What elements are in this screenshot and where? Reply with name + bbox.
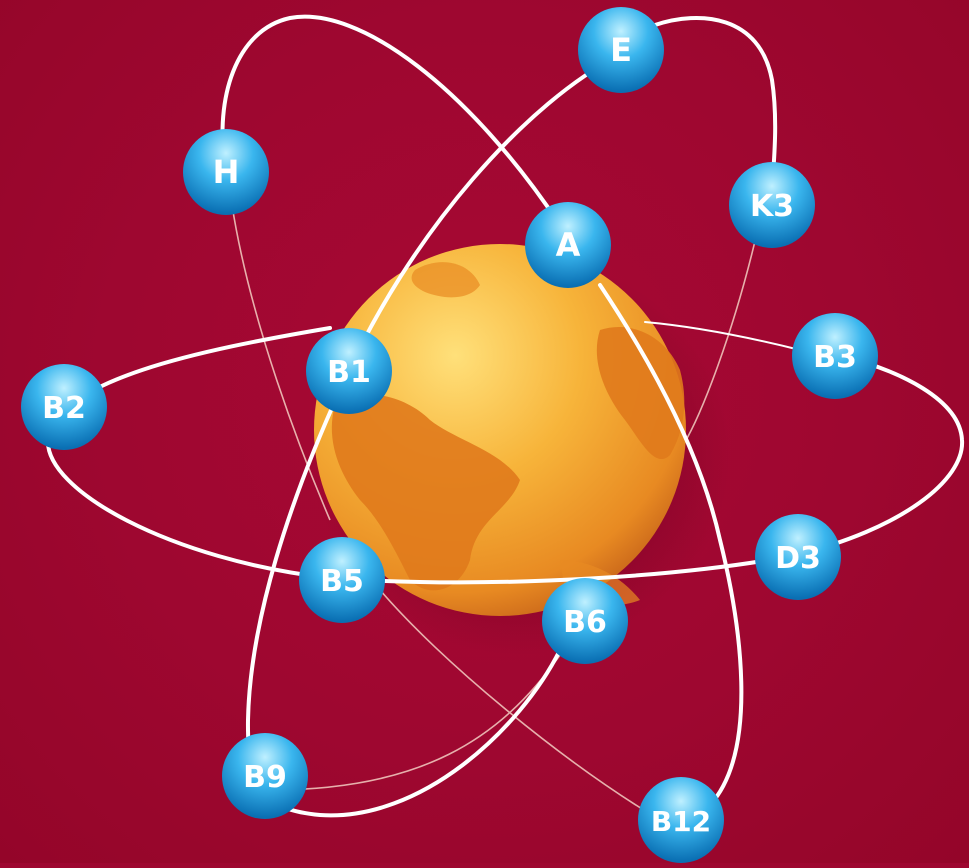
globe bbox=[314, 244, 686, 616]
orbit-h-front bbox=[220, 14, 562, 227]
node-b5-label: B5 bbox=[320, 564, 364, 599]
node-b3-label: B3 bbox=[813, 340, 857, 375]
node-b1[interactable]: B1 bbox=[306, 328, 392, 414]
node-h-label: H bbox=[213, 153, 240, 191]
node-a[interactable]: A bbox=[525, 202, 611, 288]
continent-south-america bbox=[331, 394, 520, 591]
node-d3-label: D3 bbox=[775, 541, 821, 576]
orbit-e-front bbox=[245, 53, 622, 818]
node-a-label: A bbox=[556, 226, 581, 264]
node-b12-label: B12 bbox=[651, 805, 711, 838]
orbit-back-4 bbox=[379, 589, 661, 821]
node-b1-label: B1 bbox=[327, 355, 371, 390]
node-b9-label: B9 bbox=[243, 760, 287, 795]
orbit-horizontal-top bbox=[644, 321, 801, 351]
node-b12[interactable]: B12 bbox=[638, 777, 724, 863]
continent-north bbox=[411, 262, 480, 298]
node-h[interactable]: H bbox=[183, 129, 269, 215]
node-d3[interactable]: D3 bbox=[755, 514, 841, 600]
node-k3-label: K3 bbox=[750, 189, 794, 224]
orbit-k3-front bbox=[653, 15, 778, 192]
node-b5[interactable]: B5 bbox=[299, 537, 385, 623]
node-b2[interactable]: B2 bbox=[21, 364, 107, 450]
node-b9[interactable]: B9 bbox=[222, 733, 308, 819]
node-b6[interactable]: B6 bbox=[542, 578, 628, 664]
orbit-back-2 bbox=[679, 219, 761, 451]
node-b3[interactable]: B3 bbox=[792, 313, 878, 399]
node-e-label: E bbox=[610, 31, 632, 69]
orbit-back-3 bbox=[269, 654, 561, 791]
orbits-back bbox=[231, 204, 761, 821]
node-e[interactable]: E bbox=[578, 7, 664, 93]
node-b2-label: B2 bbox=[42, 391, 86, 426]
orbit-back-1 bbox=[231, 204, 331, 521]
node-b6-label: B6 bbox=[563, 605, 607, 640]
continent-africa bbox=[596, 326, 685, 460]
node-k3[interactable]: K3 bbox=[729, 162, 815, 248]
